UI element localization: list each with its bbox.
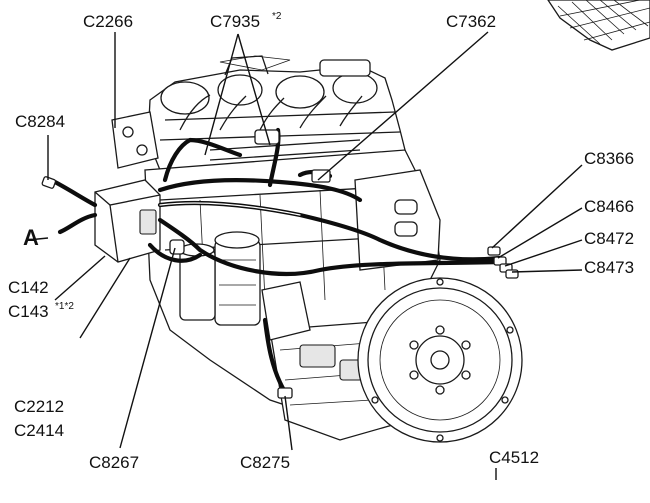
label-c2212: C2212 <box>14 397 64 416</box>
label-c143-note: *1*2 <box>55 301 74 312</box>
label-c8473: C8473 <box>584 258 634 277</box>
label-c8284: C8284 <box>15 112 65 131</box>
label-c4512: C4512 <box>489 448 539 467</box>
label-c8275: C8275 <box>240 453 290 472</box>
label-c7935-note: *2 <box>272 11 282 22</box>
junction-box <box>94 179 161 263</box>
label-c8472: C8472 <box>584 229 634 248</box>
label-a: A <box>23 225 39 250</box>
label-c8267: C8267 <box>89 453 139 472</box>
front-bracket <box>111 111 159 169</box>
label-c142: C142 <box>8 278 49 297</box>
wiring-harness <box>41 127 519 399</box>
label-c143: C143 <box>8 302 49 321</box>
label-c8366: C8366 <box>584 149 634 168</box>
connector-labels: C2266 C7935 *2 C7362 C8284 C8366 C8466 C… <box>8 11 634 472</box>
label-c7935: C7935 <box>210 12 260 31</box>
engine-illustration <box>94 0 650 443</box>
label-c8466: C8466 <box>584 197 634 216</box>
oil-filter <box>179 231 261 326</box>
label-c7362: C7362 <box>446 12 496 31</box>
top-right-component <box>547 0 650 51</box>
injector-lines <box>179 94 363 161</box>
label-c2266: C2266 <box>83 12 133 31</box>
rocker-cover <box>147 55 406 176</box>
leader-lines <box>27 31 583 480</box>
flywheel-housing <box>357 277 523 443</box>
label-c2414: C2414 <box>14 421 64 440</box>
